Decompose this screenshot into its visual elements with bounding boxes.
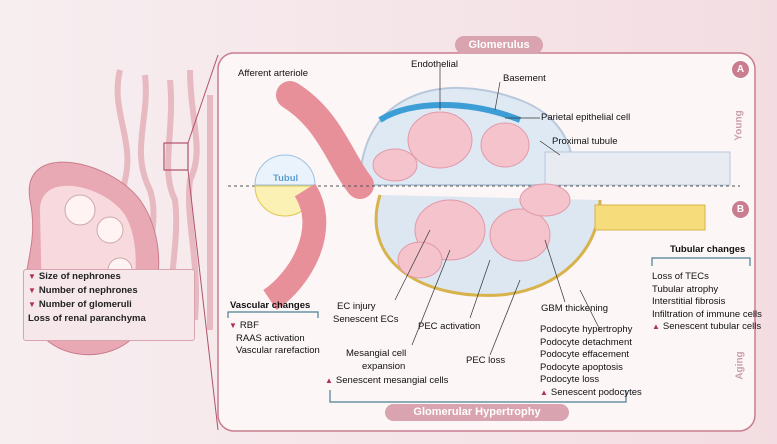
podocyte-item: Podocyte hypertrophy (540, 324, 633, 335)
kidney-changes-list: ▼Size of nephrones ▼Number of nephrones … (23, 269, 195, 341)
label-gbm: GBM thickening (541, 303, 609, 314)
vascular-item: ▼RBF (229, 320, 259, 331)
arrow-down-icon: ▼ (229, 321, 237, 330)
tubular-title: Tubular changes (670, 244, 746, 255)
tubular-item: ▲Senescent tubular cells (652, 321, 762, 332)
tubular-item: Infiltration of immune cells (652, 308, 762, 320)
kidney-change-item: ▼Size of nephrones (28, 271, 121, 282)
vascular-item: Vascular rarefaction (236, 345, 320, 356)
arrow-up-icon: ▲ (325, 376, 333, 385)
ec-line: EC injury (337, 301, 376, 312)
ec-line: Senescent ECs (333, 313, 399, 325)
marker-a: A (731, 60, 750, 79)
arrow-up-icon: ▲ (652, 322, 660, 331)
podocyte-list: Podocyte hypertrophy Podocyte detachment… (540, 324, 642, 399)
side-label-young: Young (733, 110, 745, 141)
mesangial-line: Mesangial cell (346, 348, 407, 359)
label-afferent: Afferent arteriole (238, 68, 309, 79)
tubular-item: Tubular atrophy (652, 283, 719, 295)
podocyte-item: Podocyte effacement (540, 349, 630, 360)
arrow-down-icon: ▼ (28, 272, 36, 281)
vascular-title: Vascular changes (230, 300, 311, 311)
panel-title: Glomerulus (455, 36, 543, 54)
label-endothelial: Endothelial (411, 59, 459, 70)
vascular-item: RAAS activation (236, 332, 305, 344)
kidney-change-item: ▼Number of glomeruli (28, 299, 132, 310)
tubular-item: Loss of TECs (652, 271, 709, 282)
kidney-change-item: ▼Number of nephrones (28, 285, 138, 296)
ec-label: EC injury Senescent ECs (333, 301, 398, 326)
mesangial-label: Mesangial cell expansion (346, 348, 406, 373)
podocyte-item: Podocyte loss (540, 374, 600, 385)
marker-b: B (731, 200, 750, 219)
tubular-list: Loss of TECs Tubular atrophy Interstitia… (652, 271, 762, 334)
mesangial-line: expansion (362, 360, 406, 372)
label-basement: Basement (503, 73, 546, 84)
bottom-title: Glomerular Hypertrophy (385, 404, 569, 421)
label-parietal: Parietal epithelial cell (541, 112, 631, 123)
podocyte-item: Podocyte apoptosis (540, 361, 623, 373)
label-proximal: Proximal tubule (552, 136, 618, 147)
tubular-item: Interstitial fibrosis (652, 296, 726, 307)
label-pec-loss: PEC loss (466, 355, 506, 366)
arrow-down-icon: ▼ (28, 286, 36, 295)
kidney-change-item: Loss of renal paranchyma (28, 313, 146, 324)
label-tubul: Tubul (273, 173, 299, 184)
label-senescent-mesangial: ▲Senescent mesangial cells (325, 375, 449, 386)
arrow-up-icon: ▲ (540, 387, 548, 397)
side-label-aging: Aging (734, 351, 746, 380)
label-pec-activation: PEC activation (418, 321, 481, 332)
arrow-down-icon: ▼ (28, 300, 36, 309)
vascular-list: ▼RBF RAAS activation Vascular rarefactio… (229, 320, 320, 358)
podocyte-item: ▲Senescent podocytes (540, 386, 642, 398)
podocyte-item: Podocyte detachment (540, 336, 632, 348)
